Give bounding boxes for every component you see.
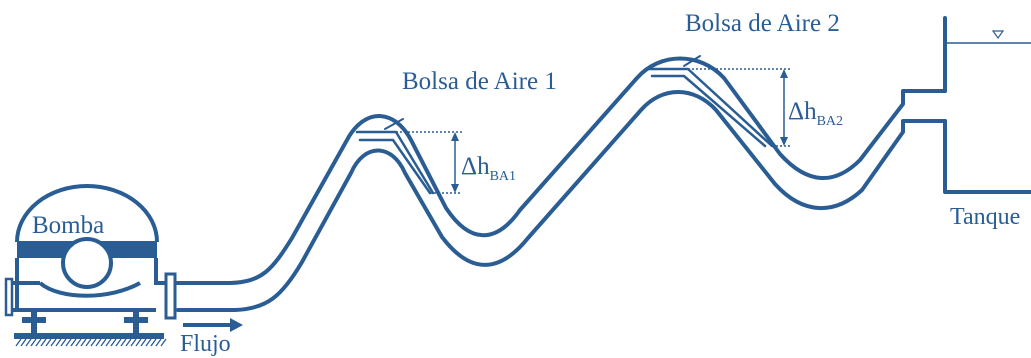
air-pocket-1-pointer	[384, 118, 404, 130]
dh-ba2-label: ΔhBA2	[788, 98, 843, 129]
pump-base-plate	[14, 333, 164, 339]
tank-label: Tanque	[950, 204, 1020, 230]
dh-ba1-arrow-down-icon	[451, 184, 459, 193]
pump-label: Bomba	[32, 212, 104, 239]
ground-hatched-icon	[15, 338, 167, 347]
pump-dome	[15, 184, 159, 243]
water-level-icon	[991, 30, 1005, 40]
air-pocket-1-liquid-line-lower	[358, 138, 432, 195]
pump	[4, 184, 178, 339]
pipe-lower-wall	[176, 90, 947, 312]
pump-inlet-flange	[4, 277, 14, 317]
air-pocket-2-liquid-line	[647, 67, 774, 148]
air-pocket-2-label: Bolsa de Aire 2	[685, 10, 840, 37]
pump-legs	[22, 310, 148, 333]
pump-impeller	[61, 237, 113, 289]
dh-ba1-label: ΔhBA1	[461, 153, 516, 184]
dh-ba2-symbol: Δh	[788, 98, 817, 125]
air-pocket-1-label: Bolsa de Aire 1	[402, 68, 557, 95]
dh-ba1-arrow-up-icon	[451, 132, 459, 141]
dh-ba2-subscript: BA2	[817, 114, 843, 129]
dh-ba2-arrow-down-icon	[780, 137, 788, 146]
air-pocket-2-pointer	[683, 55, 701, 67]
pipe-upper-wall	[176, 56, 947, 285]
flow-label: Flujo	[180, 331, 231, 357]
pump-flange	[164, 272, 177, 320]
dh-ba1-subscript: BA1	[490, 169, 516, 184]
dh-ba1-symbol: Δh	[461, 153, 490, 180]
flow-arrow-right-icon	[183, 318, 243, 332]
dh-ba2-arrow-up-icon	[780, 69, 788, 78]
tank-left-wall-lower	[943, 119, 1031, 194]
air-pocket-2-liquid-line-lower	[650, 74, 767, 148]
